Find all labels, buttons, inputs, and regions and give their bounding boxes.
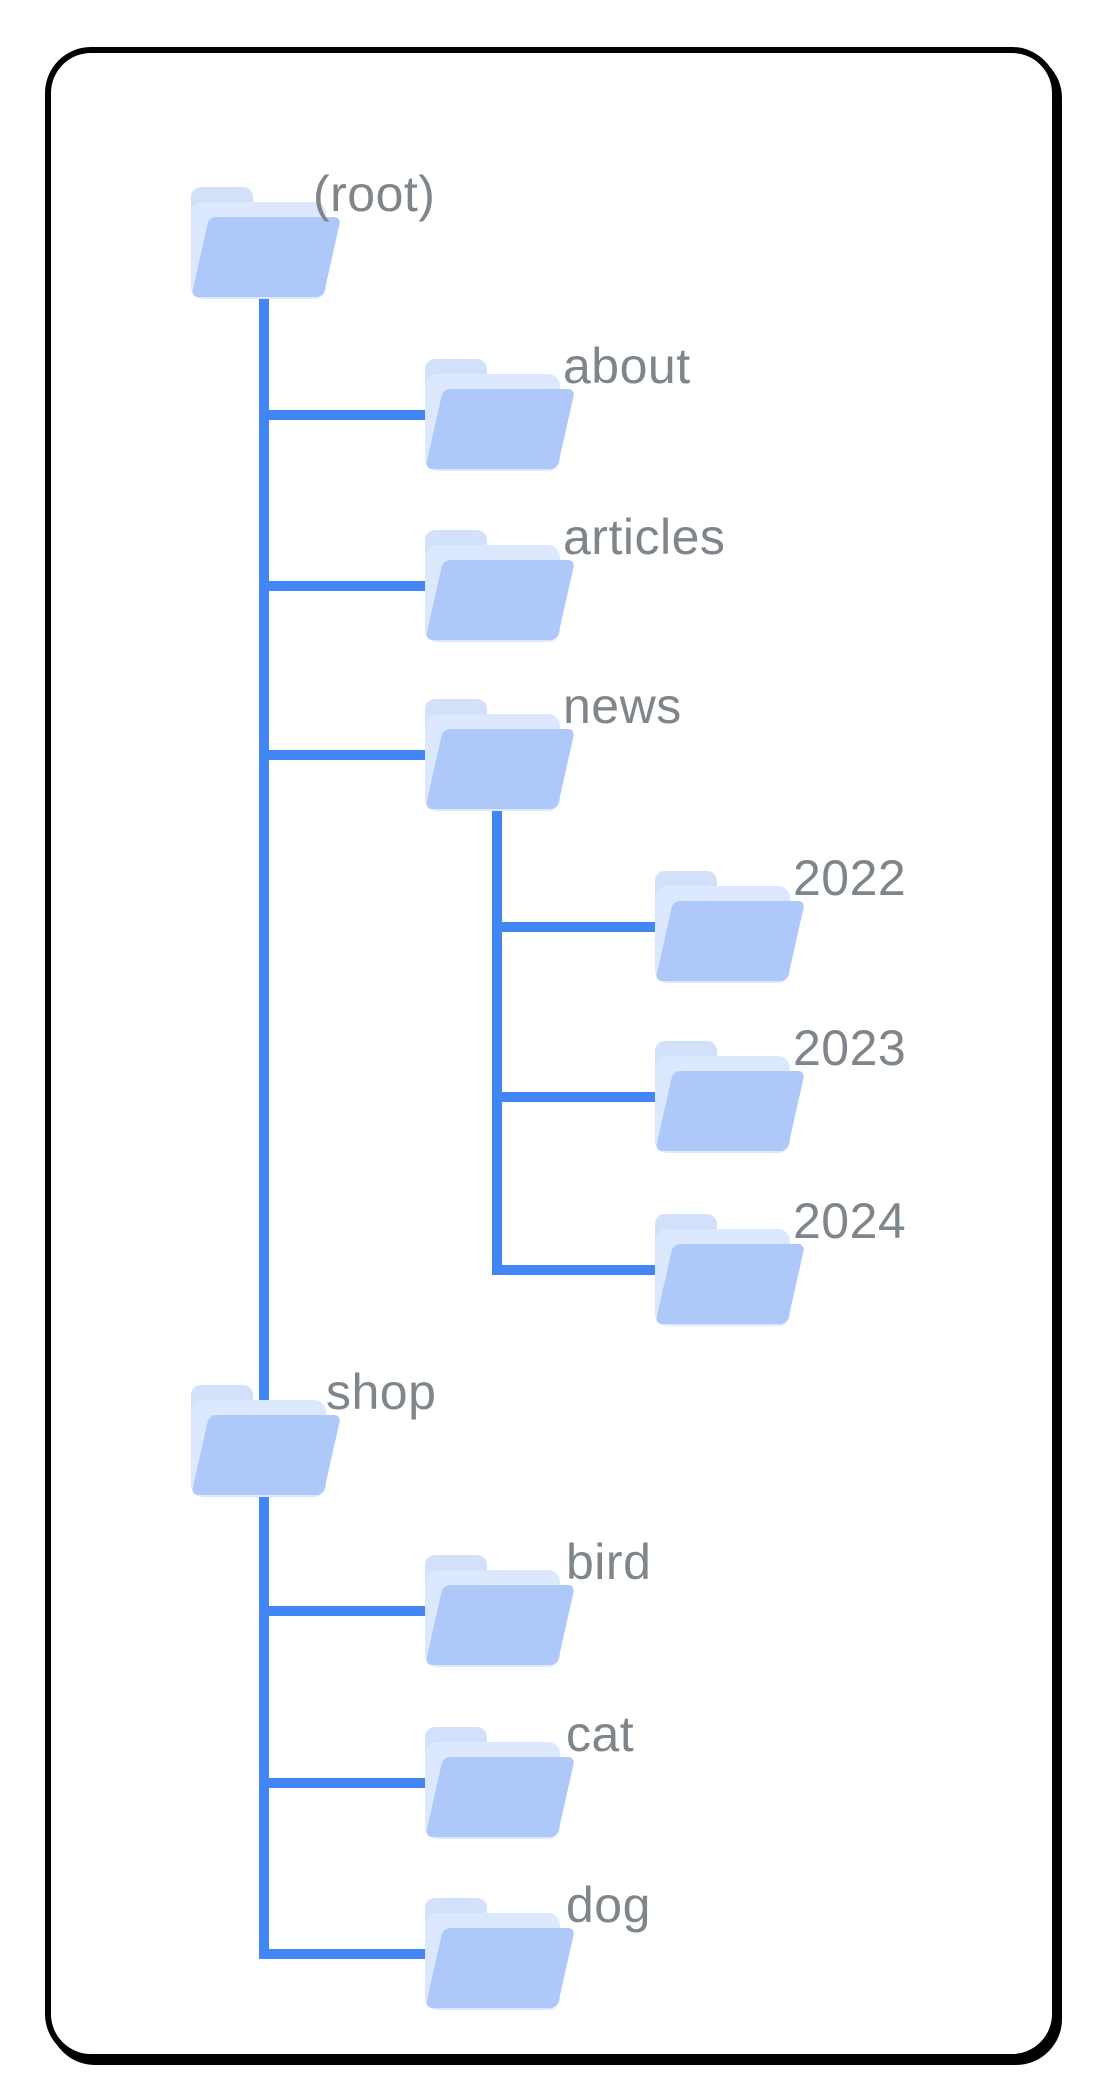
folder-label-about: about [563,338,691,394]
folder-label-bird: bird [566,1534,652,1590]
folder-label-shop: shop [326,1364,437,1420]
sitemap-card: (root) about articles news 2022 2023 202… [45,47,1058,2060]
folder-label-articles: articles [563,509,726,565]
tree-connector-news-trunk [492,795,663,1275]
folder-icon-2023 [655,1041,806,1153]
folder-label-news: news [563,678,682,734]
folder-icon-dog [425,1898,576,2010]
folder-icon-bird [425,1555,576,1667]
folder-label-2022: 2022 [793,850,907,906]
folder-label-root: (root) [313,166,436,222]
folder-icon-about [425,359,576,471]
folder-label-dog: dog [566,1877,651,1933]
folder-icon-2022 [655,871,806,983]
folder-icon-articles [425,530,576,642]
tree-connector-root-trunk [259,283,433,1959]
folder-label-cat: cat [566,1706,635,1762]
folder-icon-2024 [655,1214,806,1326]
folder-icon-cat [425,1727,576,1839]
sitemap-tree-diagram [191,187,806,2010]
folder-icon-shop [191,1385,342,1497]
folder-icon-news [425,699,576,811]
folder-label-2024: 2024 [793,1193,907,1249]
folder-label-2023: 2023 [793,1020,907,1076]
